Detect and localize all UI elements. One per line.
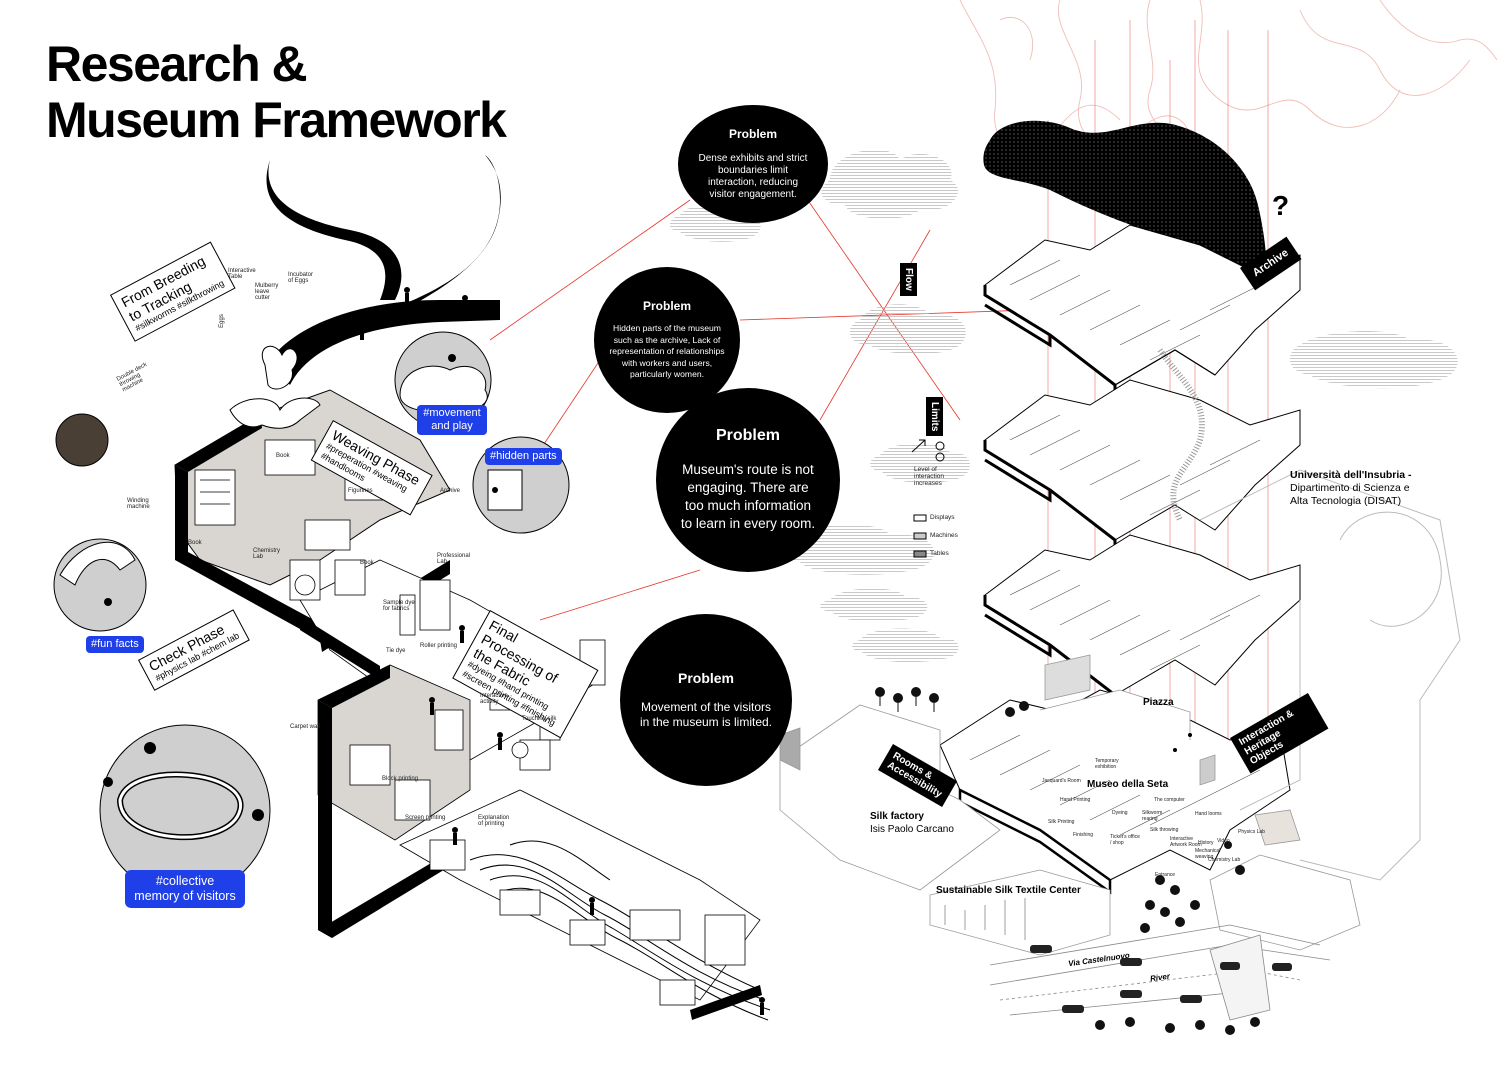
question-mark: ?: [1272, 190, 1290, 221]
legend-level-interaction: Level of interaction increases: [914, 466, 944, 487]
title-line-1: Research &: [46, 36, 308, 92]
legend-flow: Flow: [900, 263, 917, 296]
room-label: Silk Printing: [1048, 819, 1075, 825]
tag-fun-facts: #fun facts: [86, 636, 144, 653]
problem-heading: Problem: [715, 427, 780, 444]
room-label: Ticket's office / shop: [1110, 834, 1140, 846]
legend-limits: Limits: [926, 397, 943, 437]
contour-lines: [959, 0, 1497, 171]
room-label: Video: [1217, 838, 1230, 844]
legend-machines: Machines: [930, 532, 958, 539]
floor-plates: [939, 224, 1301, 895]
tag-collective-memory: #collective memory of visitors: [125, 870, 245, 908]
problem-circle-1: Problem Dense exhibits and strict bounda…: [678, 105, 828, 223]
room-label: History: [1198, 840, 1214, 846]
label-mulberry: Mulberry leave cutter: [255, 283, 279, 301]
room-label: Temporary exhibition: [1095, 758, 1119, 770]
room-label: Physics Lab: [1238, 829, 1265, 835]
vignette-figures: [59, 365, 523, 841]
tag-hidden-parts: #hidden parts: [485, 448, 562, 465]
label-touching-silk: Touching silk: [522, 716, 557, 722]
label-dye-sample: Sample dye for fabrics: [383, 600, 415, 612]
label-archive: Archive: [440, 488, 461, 494]
university-name: Università dell'Insubria -: [1290, 469, 1412, 481]
page-title: Research & Museum Framework: [46, 36, 507, 148]
legend-displays: Displays: [930, 514, 955, 521]
label-figurines: Figurines: [348, 488, 373, 494]
label-book-3: Book: [360, 560, 374, 566]
trees: [875, 687, 1260, 1035]
label-professional-lab: Professional Lab: [437, 553, 471, 565]
room-label: Hand Printing: [1060, 797, 1091, 803]
label-chemistry-lab: Chemistry Lab: [253, 548, 281, 560]
tag-movement-and-play: #movement and play: [417, 405, 487, 435]
label-museo-della-seta: Museo della Seta: [1087, 779, 1169, 790]
label-carpet-wall: Carpet wall: [290, 724, 321, 730]
label-explanation: Explanation of printing: [478, 815, 510, 827]
room-label: Hand looms: [1195, 811, 1222, 817]
label-roller-printing: Roller printing: [420, 643, 458, 649]
label-book-1: Book: [276, 453, 290, 459]
road-river: [989, 924, 1331, 1021]
label-silk-factory: Silk factory Isis Paolo Carcano: [870, 810, 954, 836]
label-sustainable-center: Sustainable Silk Textile Center: [936, 885, 1081, 896]
silk-factory-school: Isis Paolo Carcano: [870, 824, 954, 835]
label-block-printing: Block printing: [382, 776, 419, 782]
label-tie-dye: Tie dye: [386, 648, 406, 654]
label-eggs: Eggs: [218, 314, 225, 328]
cars: [1030, 945, 1292, 1013]
problem-heading: Problem: [642, 299, 691, 314]
label-interactive-table: Interactive Table: [228, 268, 256, 280]
legend-tables: Tables: [930, 550, 949, 557]
problem-heading: Problem: [728, 127, 777, 141]
room-label: Dyeing: [1112, 810, 1128, 816]
dotted-path: [1157, 348, 1205, 522]
problem-text: Hidden parts of the museum such as the a…: [609, 323, 725, 380]
disat-building: [1199, 469, 1461, 881]
label-screen-printing: Screen printing: [405, 815, 446, 821]
winged-figure: [229, 397, 321, 429]
problem-circle-3: Problem Museum's route is not engaging. …: [656, 388, 840, 572]
top-ribbon: [266, 160, 402, 300]
university-department: Dipartimento di Scienza e Alta Tecnologi…: [1290, 482, 1410, 507]
room-label: Finishing: [1073, 832, 1094, 838]
problem-text: Movement of the visitors in the museum i…: [639, 700, 773, 729]
people: [359, 287, 1192, 1015]
label-university: Università dell'Insubria - Dipartimento …: [1290, 469, 1420, 508]
legend-icons: [911, 439, 945, 558]
room-label: Jacquard's Room: [1042, 778, 1081, 784]
silk-factory-name: Silk factory: [870, 811, 924, 822]
problem-circle-2: Problem Hidden parts of the museum such …: [594, 267, 740, 413]
title-line-2: Museum Framework: [46, 92, 507, 148]
room-label: Silk throwing: [1150, 827, 1179, 833]
floor-interior: [969, 259, 1261, 836]
problem-heading: Problem: [677, 670, 734, 686]
room-label: The computer: [1154, 797, 1185, 803]
exhibit-sketches: [194, 439, 746, 1006]
problem-text: Museum's route is not engaging. There ar…: [680, 462, 816, 531]
label-incubator: Incubator of Eggs: [288, 272, 314, 284]
label-book-2: Book: [188, 540, 202, 546]
problem-text: Dense exhibits and strict boundaries lim…: [698, 153, 808, 200]
room-label: Silkworm rearing: [1142, 810, 1163, 822]
label-winding: Winding machine: [127, 498, 150, 510]
clouds: [669, 149, 1458, 663]
room-label: Entrance: [1155, 872, 1176, 878]
fabric-ribbons: [469, 840, 771, 1021]
label-piazza: Piazza: [1143, 697, 1174, 708]
label-interactive-activity: Interactive activity: [480, 693, 508, 705]
problem-circle-4: Problem Movement of the visitors in the …: [620, 614, 792, 786]
room-label: Mechanical weaving: [1195, 848, 1221, 860]
room-label: Interactive Artwork Room: [1170, 836, 1202, 848]
room-label: Chemistry Lab: [1208, 857, 1241, 863]
ground-context: [779, 654, 1361, 956]
